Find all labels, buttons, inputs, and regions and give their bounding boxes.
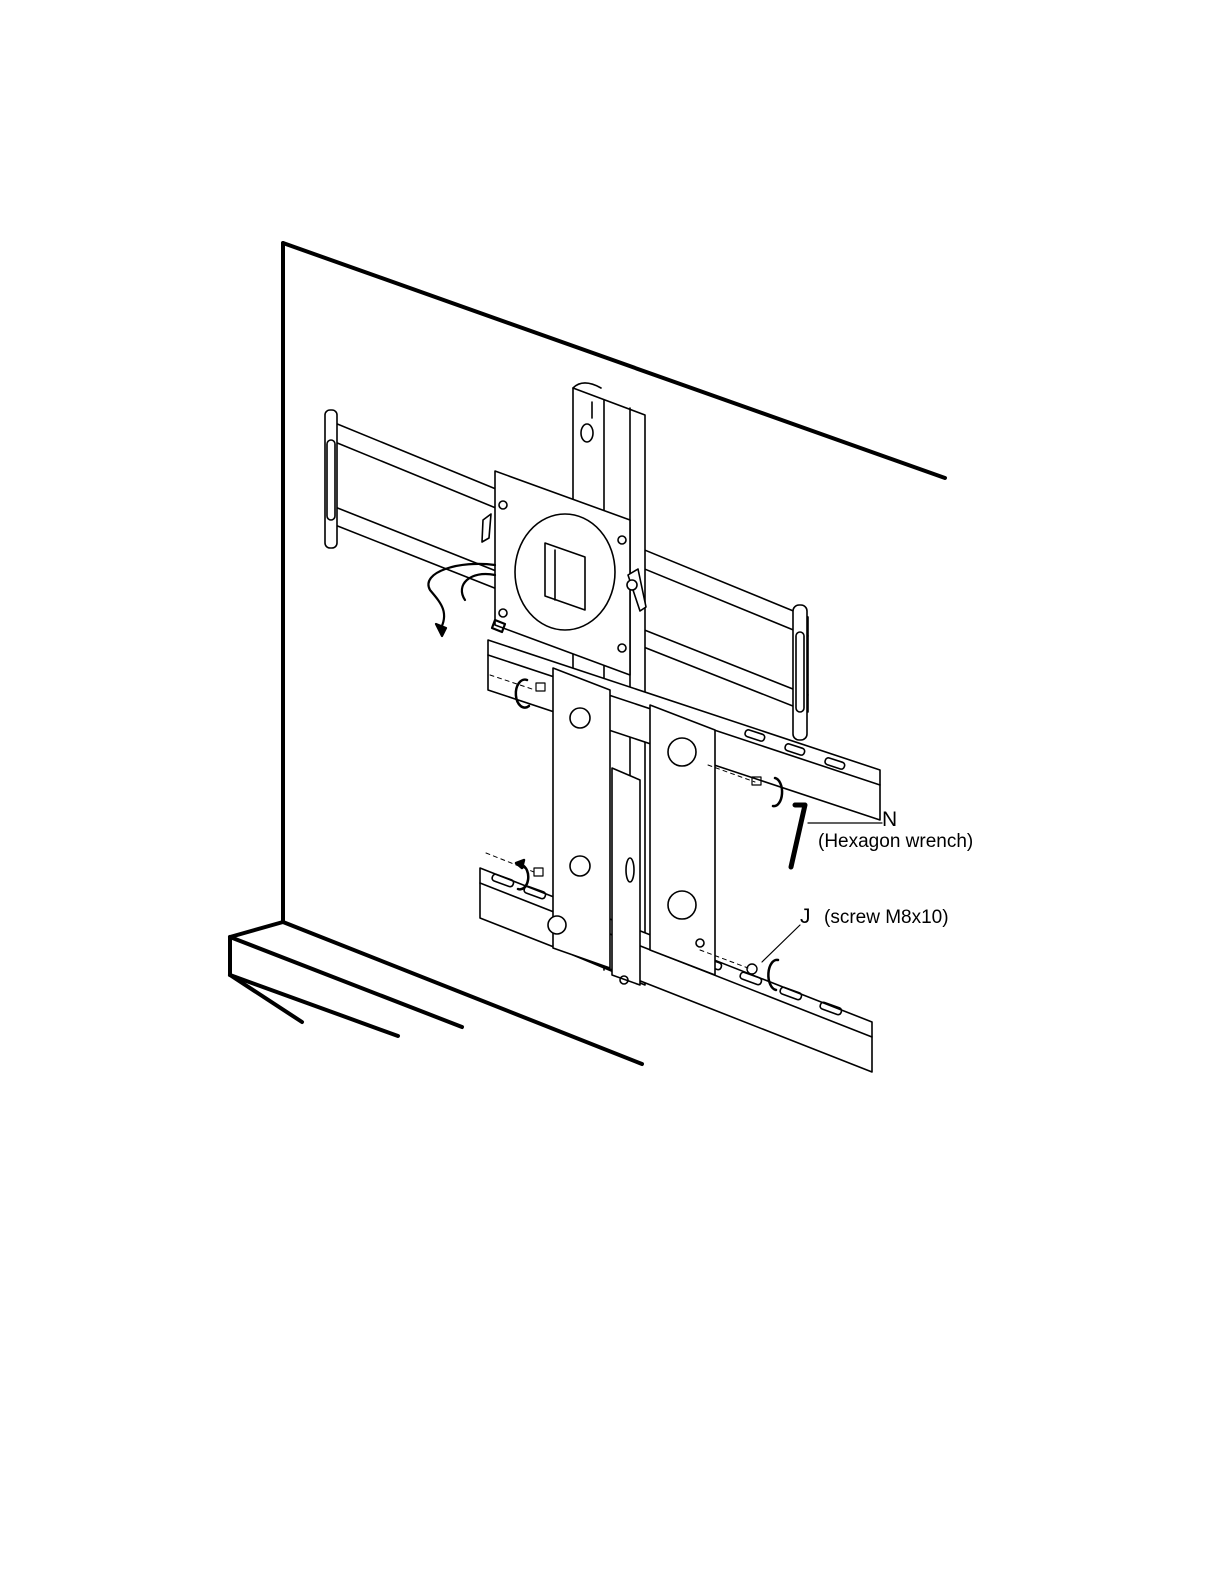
screw-label-letter: J (800, 905, 811, 928)
wrench-label-description: (Hexagon wrench) (818, 831, 973, 852)
screw-leader-line (762, 925, 800, 962)
wall-plate (480, 640, 880, 1072)
wrench-label-letter: N (882, 808, 897, 831)
screw-label-description: (screw M8x10) (824, 907, 949, 928)
